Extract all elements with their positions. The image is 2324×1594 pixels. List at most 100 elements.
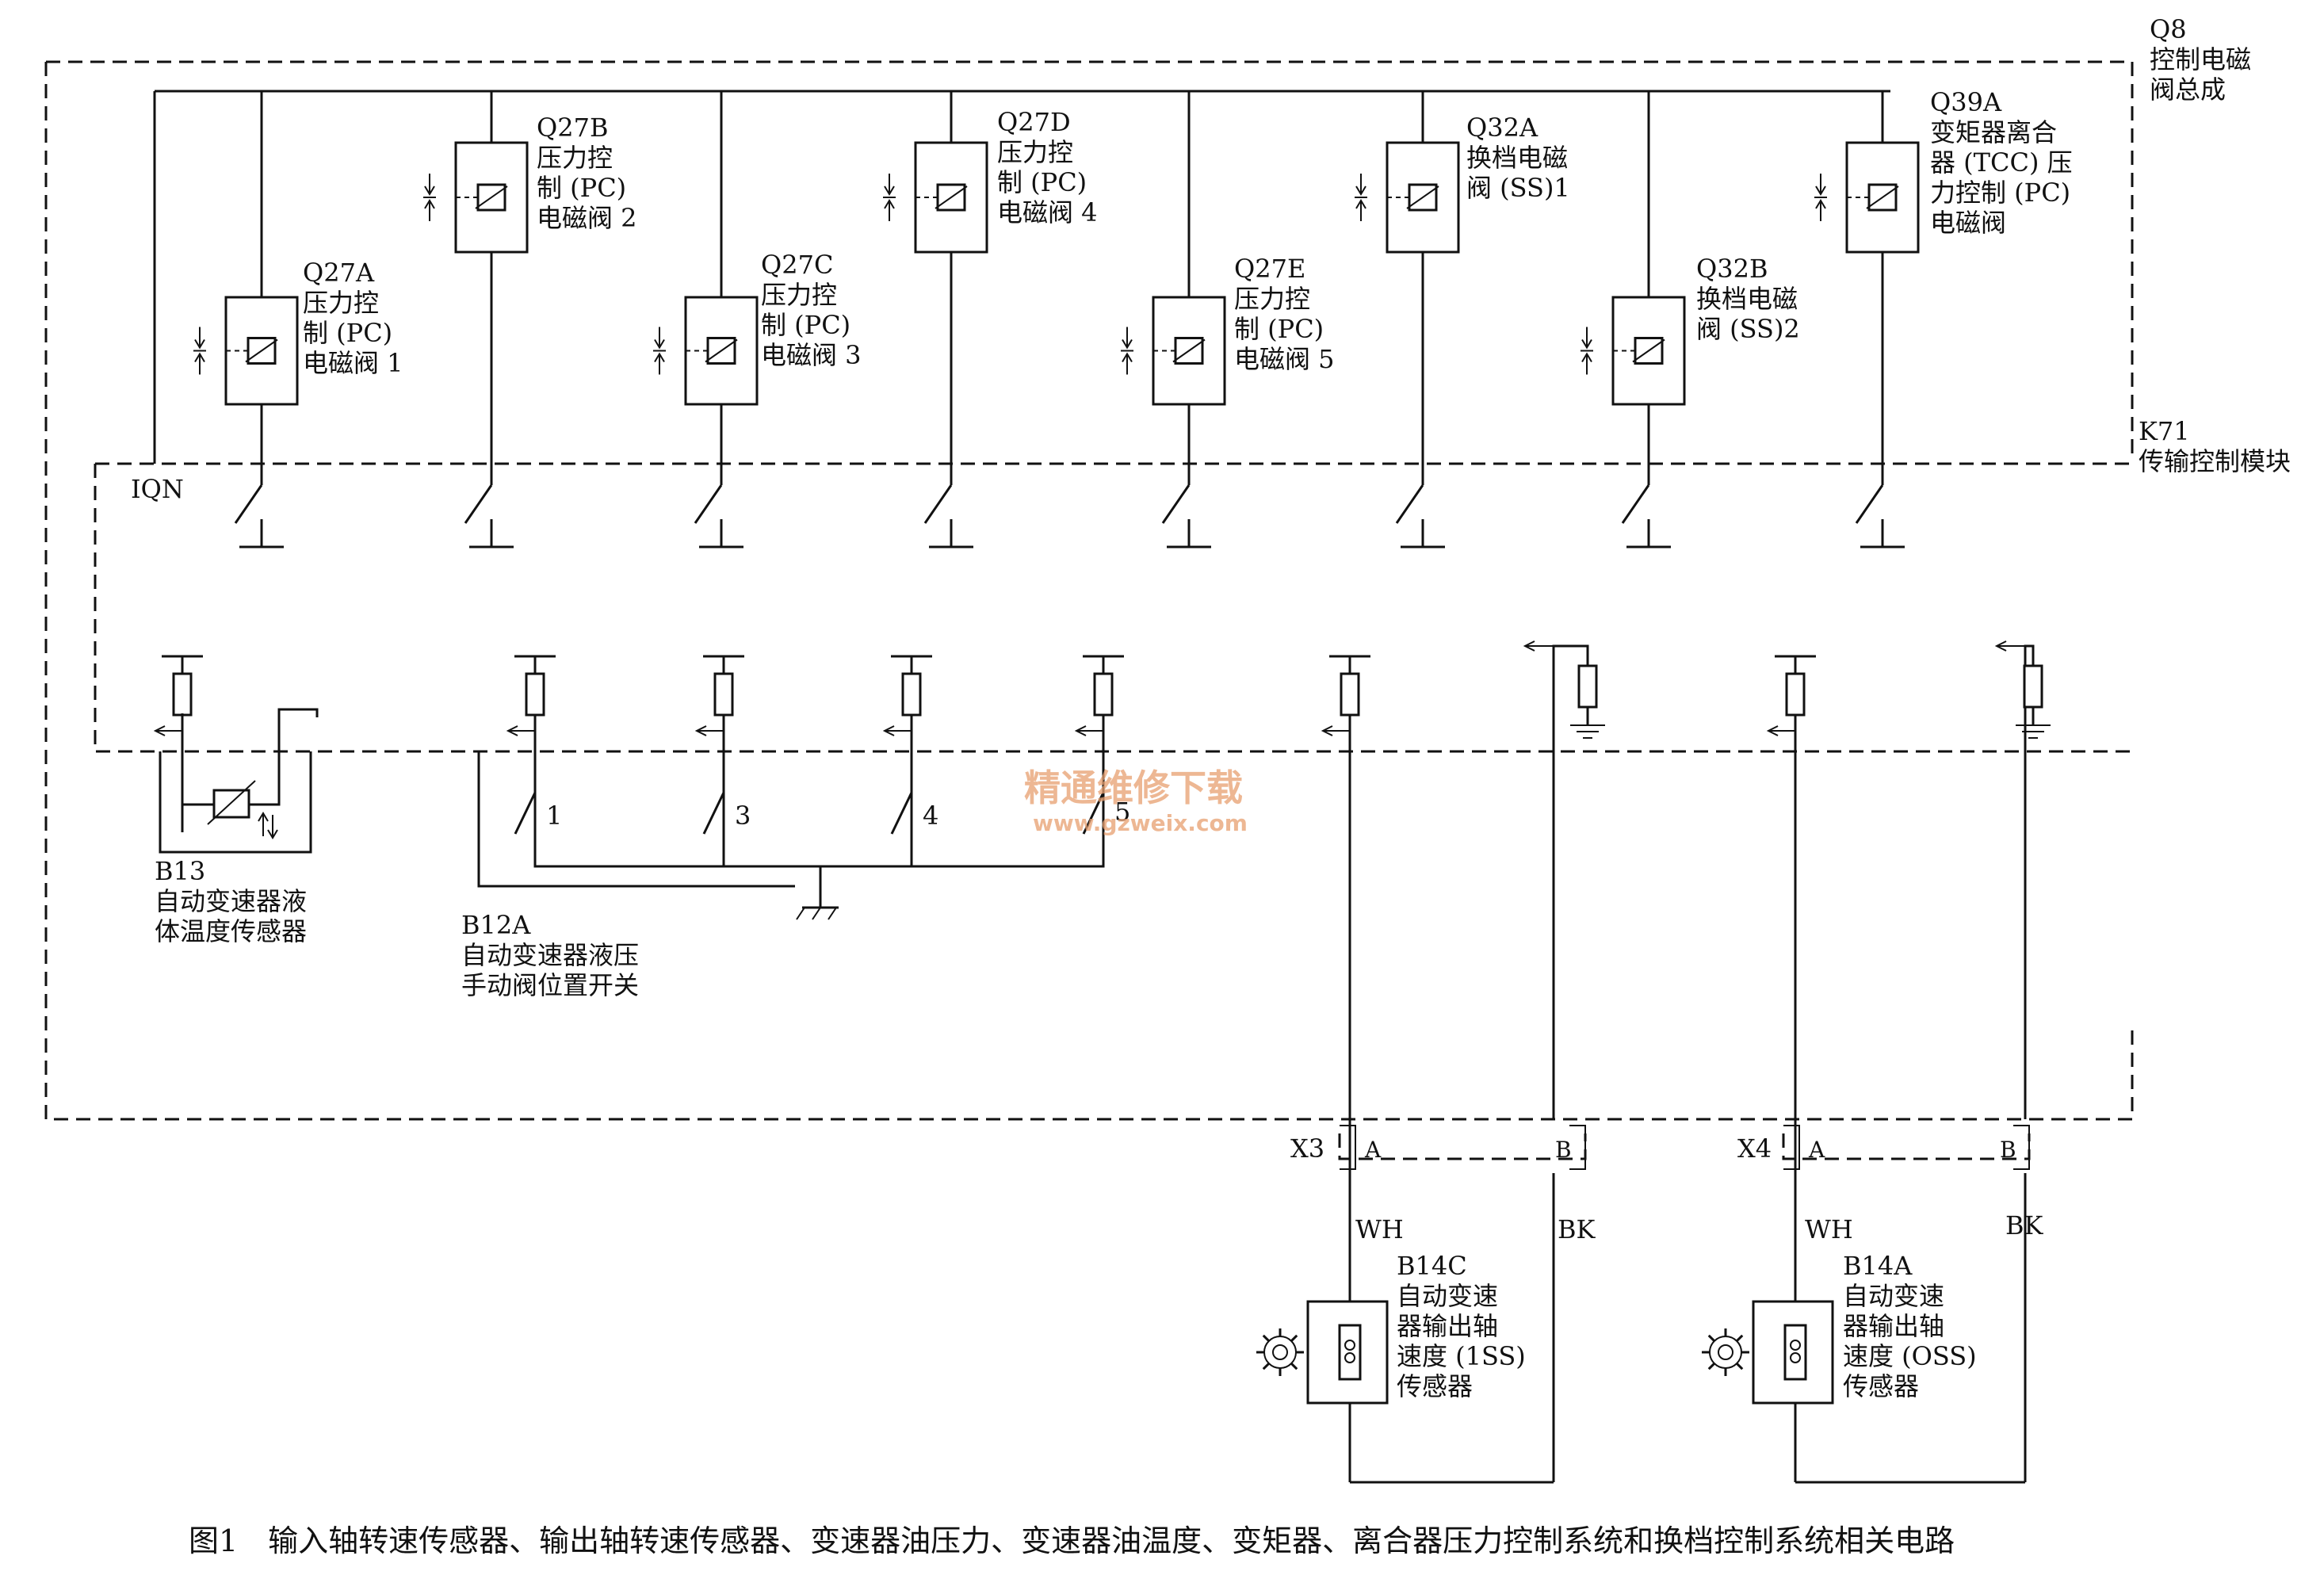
svg-text:制 (PC): 制 (PC)	[761, 310, 850, 340]
svg-text:Q27C: Q27C	[761, 250, 833, 280]
resistor-icon	[2023, 664, 2043, 709]
input-arrow-icon	[1523, 640, 1554, 652]
switch-contact	[514, 792, 537, 835]
input-arrow-icon	[153, 725, 182, 736]
svg-text:电磁阀: 电磁阀	[1930, 208, 2006, 238]
pressure-arrow-icon	[1355, 174, 1366, 221]
connector-x3	[1338, 1125, 1587, 1170]
b14a-label: B14A 自动变速 器输出轴 速度 (OSS) 传感器	[1843, 1251, 1985, 1401]
input-pullup-4	[882, 655, 932, 832]
svg-text:制 (PC): 制 (PC)	[1234, 314, 1324, 344]
k71-label: K71 传输控制模块	[2139, 416, 2291, 476]
switch-contact	[890, 792, 913, 835]
svg-text:换档电磁: 换档电磁	[1466, 143, 1568, 173]
gear-icon	[1263, 1336, 1297, 1369]
x3-label: X3	[1290, 1133, 1324, 1164]
resistor-icon	[172, 672, 193, 717]
resistor-icon	[525, 672, 545, 717]
manual-valve-switch-4: 5	[1082, 792, 1130, 835]
coil-icon	[245, 338, 278, 363]
signal-wire	[1552, 644, 1589, 1119]
input-pullup-5	[1074, 655, 1124, 832]
resistor-icon	[1577, 664, 1598, 709]
input-pullup-3	[694, 655, 744, 832]
pressure-arrow-icon	[424, 174, 435, 221]
manual-valve-switch-1: 1	[514, 792, 562, 835]
svg-text:Q27A: Q27A	[303, 258, 375, 288]
pressure-arrow-icon	[1581, 327, 1592, 375]
pickup-icon	[1344, 1340, 1355, 1351]
q8-label: Q8 控制电磁 阀总成	[2150, 14, 2259, 105]
svg-text:电磁阀 5: 电磁阀 5	[1234, 344, 1335, 374]
pressure-arrow-icon	[654, 327, 665, 375]
input-pulldown-x4b	[1994, 640, 2051, 1119]
svg-text:Q39A: Q39A	[1930, 87, 2002, 117]
coil-icon	[1172, 338, 1206, 363]
gear-icon	[1290, 1363, 1298, 1370]
driver-switch	[234, 484, 263, 524]
gear-icon	[1272, 1344, 1288, 1360]
speed-sensor-b14c	[1256, 1173, 1555, 1484]
gear-icon	[1709, 1336, 1742, 1369]
pressure-arrow-icon	[1815, 174, 1826, 221]
connector-x4	[1782, 1125, 2031, 1170]
x4-wire-a: WH	[1805, 1214, 1853, 1244]
svg-text:电磁阀 1: 电磁阀 1	[303, 348, 403, 378]
input-arrow-icon	[694, 725, 724, 736]
pressure-arrow-icon	[884, 174, 895, 221]
solenoid-q27e-label: Q27E 压力控 制 (PC) 电磁阀 5	[1234, 254, 1335, 374]
pickup-icon	[1344, 1352, 1355, 1363]
input-layer	[153, 640, 2051, 1119]
solenoid-layer	[193, 91, 1920, 549]
k71-boundary	[94, 462, 2132, 753]
x4-pin-b: B	[2000, 1137, 2016, 1163]
pressure-arrow-icon	[194, 327, 205, 375]
solenoid-q27c-label: Q27C 压力控 制 (PC) 电磁阀 3	[761, 250, 862, 370]
gear-icon	[1262, 1363, 1270, 1370]
solenoid-column-8	[1814, 91, 1920, 549]
input-pulldown-x3b	[1523, 640, 1605, 1119]
solenoid-column-5	[1121, 91, 1226, 549]
svg-text:Q27E: Q27E	[1234, 254, 1305, 284]
resistor-icon	[1093, 672, 1114, 717]
switch-label: 5	[1114, 797, 1130, 827]
speed-sensor-layer	[1256, 832, 2027, 1484]
solenoid-column-1	[193, 91, 299, 549]
solenoid-q32b-label: Q32B 换档电磁 阀 (SS)2	[1696, 254, 1800, 344]
x3-pin-b: B	[1555, 1137, 1572, 1163]
svg-text:制 (PC): 制 (PC)	[303, 318, 392, 348]
input-pullup-7	[1766, 655, 1816, 832]
svg-text:阀 (SS)2: 阀 (SS)2	[1696, 314, 1800, 344]
svg-text:Q32B: Q32B	[1696, 254, 1768, 284]
gear-icon	[1736, 1334, 1744, 1342]
resistor-icon	[1340, 672, 1360, 717]
manual-valve-switch-3: 4	[890, 792, 938, 835]
figure-caption: 图1 输入轴转速传感器、输出轴转速传感器、变速器油压力、变速器油温度、变矩器、离…	[189, 1523, 1955, 1558]
b13-label: B13 自动变速器液 体温度传感器	[155, 856, 315, 946]
svg-text:压力控: 压力控	[761, 280, 837, 310]
input-pullup-1	[153, 655, 203, 832]
svg-text:电磁阀 3: 电磁阀 3	[761, 340, 862, 370]
coil-icon	[935, 185, 968, 209]
pressure-arrow-icon	[1122, 327, 1133, 375]
svg-text:力控制 (PC): 力控制 (PC)	[1930, 178, 2070, 208]
svg-text:制 (PC): 制 (PC)	[997, 167, 1087, 197]
b13-sensor	[159, 708, 319, 854]
solenoid-q27d-label: Q27D 压力控 制 (PC) 电磁阀 4	[997, 107, 1098, 227]
svg-text:制 (PC): 制 (PC)	[537, 173, 626, 203]
solenoid-column-7	[1581, 91, 1686, 549]
svg-text:压力控: 压力控	[303, 288, 379, 318]
driver-switch	[1395, 484, 1424, 524]
solenoid-q32a-label: Q32A 换档电磁 阀 (SS)1	[1466, 113, 1570, 203]
coil-icon	[1406, 185, 1439, 209]
gear-icon	[1707, 1334, 1715, 1342]
solenoid-q27b-label: Q27B 压力控 制 (PC) 电磁阀 2	[537, 113, 637, 233]
x4-pin-a: A	[1808, 1137, 1825, 1163]
svg-text:电磁阀 4: 电磁阀 4	[997, 197, 1098, 227]
driver-switch	[923, 484, 953, 524]
switch-label: 4	[923, 801, 938, 831]
coil-icon	[1866, 185, 1899, 209]
watermark-url: www.gzweix.com	[1033, 810, 1248, 836]
driver-switch	[1855, 484, 1884, 524]
